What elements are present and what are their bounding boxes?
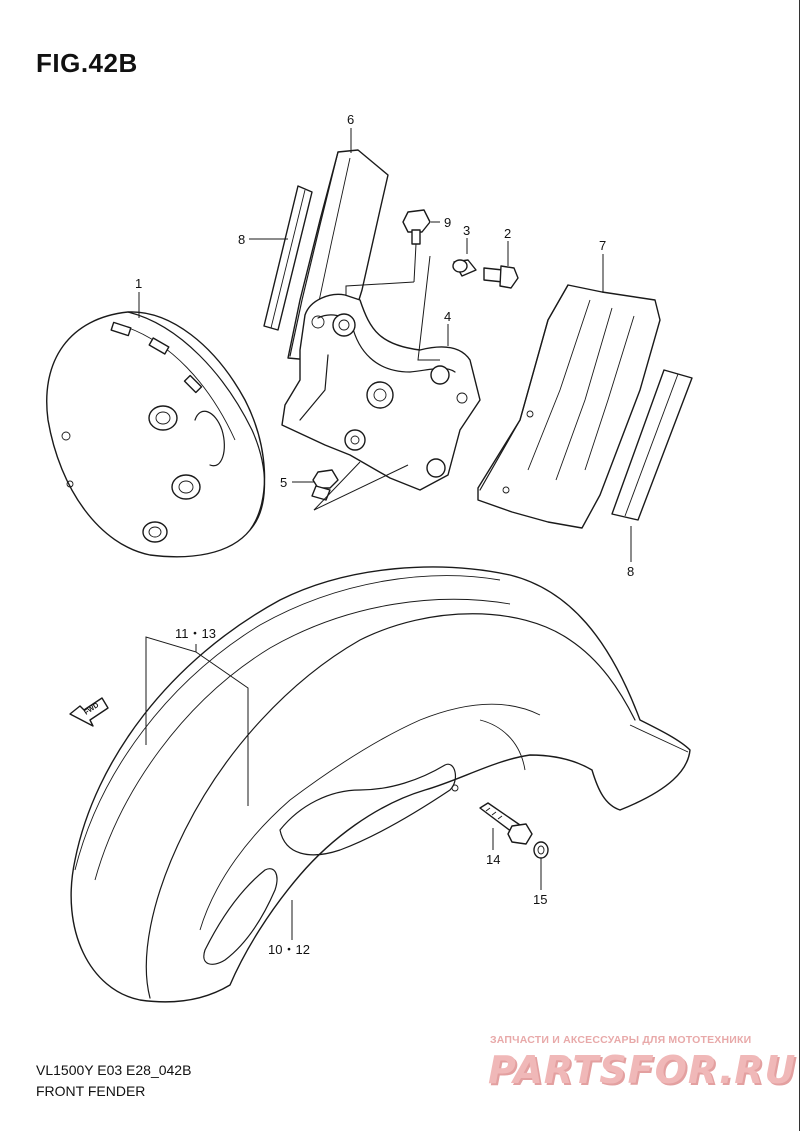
callout-8-left: 8 [238, 232, 245, 247]
part-4-headlight-bracket [281, 293, 481, 491]
part-15-washer [533, 841, 549, 859]
callout-6: 6 [347, 112, 354, 127]
callout-5: 5 [280, 475, 287, 490]
part-14-bolt [479, 802, 533, 845]
callout-3: 3 [463, 223, 470, 238]
callout-2: 2 [504, 226, 511, 241]
fwd-direction-arrow: FWD [69, 697, 109, 727]
leader-lines [138, 128, 632, 940]
callout-9: 9 [444, 215, 451, 230]
part-1-headlight-cover [46, 311, 266, 558]
callout-1: 1 [135, 276, 142, 291]
part-2-bolt [483, 265, 519, 289]
part-3-collar [452, 259, 477, 277]
part-10-12-front-fender [70, 566, 691, 1003]
part-9-bolt [402, 209, 431, 283]
callout-10-12: 10・12 [268, 942, 310, 957]
figure-title: FIG.42B [36, 48, 138, 78]
callout-labels: 1 2 3 4 5 6 7 8 8 9 11・13 10・12 14 15 [135, 112, 634, 957]
callout-14: 14 [486, 852, 500, 867]
callout-11-13: 11・13 [175, 626, 216, 641]
model-code: VL1500Y E03 E28_042B [36, 1062, 192, 1078]
part-5-screw [311, 469, 339, 501]
part-8-strip-left [263, 185, 313, 331]
watermark-tagline: ЗАПЧАСТИ И АКСЕССУАРЫ ДЛЯ МОТОТЕХНИКИ [490, 1034, 752, 1046]
part-7-shield-plate [477, 284, 661, 529]
callout-15: 15 [533, 892, 547, 907]
callout-4: 4 [444, 309, 451, 324]
callout-8-right: 8 [627, 564, 634, 579]
watermark-logo: PARTSFOR.RU [488, 1048, 797, 1092]
callout-7: 7 [599, 238, 606, 253]
section-name: FRONT FENDER [36, 1083, 146, 1099]
part-8-strip-right [611, 369, 693, 521]
